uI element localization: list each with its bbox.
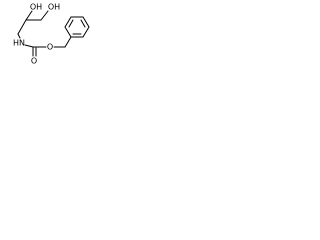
atom-nh-label: HN <box>13 39 25 48</box>
structure-diagram: OH OH HN O O <box>0 0 113 86</box>
phenyl-double-bond-3 <box>68 19 74 28</box>
bond-ch2-to-oh-right <box>40 10 49 21</box>
structure-svg: OH OH HN O O <box>13 3 90 66</box>
bond-nh-to-carbonyl-c <box>24 44 34 48</box>
atom-o-ester-label: O <box>47 43 53 52</box>
atom-o-carbonyl-label: O <box>31 57 37 66</box>
phenyl-double-bond-2 <box>80 19 86 28</box>
phenyl-ring <box>64 16 90 38</box>
bond-ch2-to-cho <box>17 19 27 35</box>
atom-oh-right-label: OH <box>48 3 60 12</box>
bond-ch2-to-phenyl <box>64 36 72 48</box>
bond-cho-to-oh-top <box>25 10 33 21</box>
atom-oh-top-label: OH <box>30 3 42 12</box>
bond-ch2-to-nh <box>17 33 21 39</box>
